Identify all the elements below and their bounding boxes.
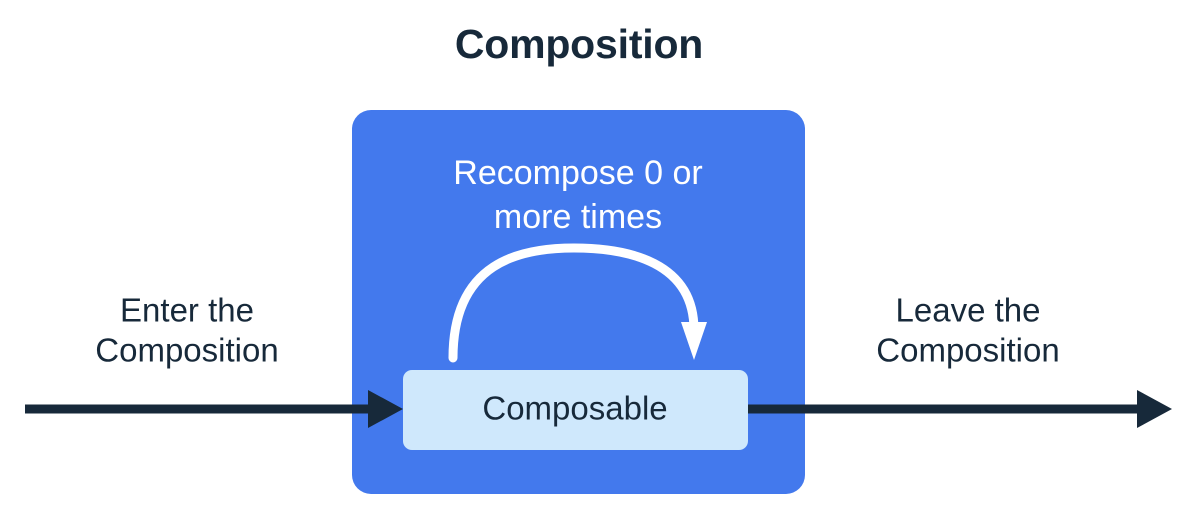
curved-loop-arrow-icon: [448, 243, 707, 363]
arrow-right-icon-out: [748, 390, 1172, 428]
arrow-right-icon-in: [25, 390, 403, 428]
recompose-label-line2: more times: [494, 198, 662, 236]
recompose-label-line1: Recompose 0 or: [453, 154, 702, 192]
leave-label-line2: Composition: [876, 332, 1059, 369]
diagram-title: Composition: [455, 21, 703, 67]
leave-label-line1: Leave the: [896, 292, 1041, 329]
composable-box: [403, 370, 748, 450]
enter-label-line2: Composition: [95, 332, 278, 369]
composable-label: Composable: [482, 390, 667, 427]
enter-label-line1: Enter the: [120, 292, 254, 329]
